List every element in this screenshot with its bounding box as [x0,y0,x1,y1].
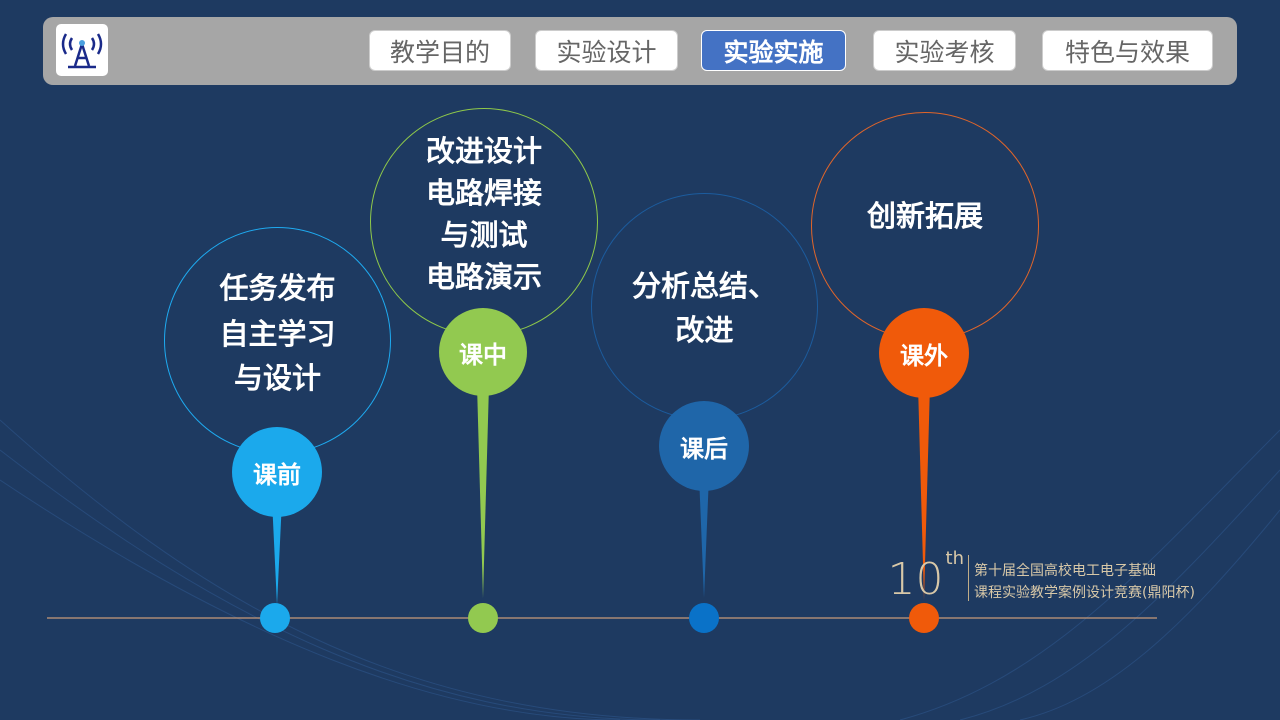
badge-before-class: 课前 [232,427,322,517]
tab-experiment-assessment[interactable]: 实验考核 [873,30,1016,71]
edition-mark: 10 th [888,548,964,608]
competition-line-2: 课程实验教学案例设计竞赛(鼎阳杯) [974,585,1195,601]
timeline-dot-extracurricular [909,603,939,633]
footer-divider [968,555,969,601]
stage-text-in-class: 改进设计电路焊接与测试电路演示 [425,134,542,294]
tab-experiment-design[interactable]: 实验设计 [535,30,678,71]
timeline-dot-before-class [260,603,290,633]
stage-text-before-class: 任务发布自主学习与设计 [219,271,336,395]
timeline-dot-after-class [689,603,719,633]
tab-experiment-implementation[interactable]: 实验实施 [701,30,846,71]
badge-after-class: 课后 [659,401,749,491]
badge-extracurricular: 课外 [879,308,969,398]
pin-extracurricular [918,385,930,600]
competition-name: 第十届全国高校电工电子基础 课程实验教学案例设计竞赛(鼎阳杯) [974,560,1195,604]
antenna-logo-icon [56,24,108,76]
tab-teaching-goals[interactable]: 教学目的 [369,30,511,71]
timeline-dot-in-class [468,603,498,633]
badge-in-class: 课中 [439,308,527,396]
competition-line-1: 第十届全国高校电工电子基础 [974,563,1156,579]
pin-after-class [699,475,709,598]
pin-before-class [272,500,282,605]
stage-text-extracurricular: 创新拓展 [866,199,983,233]
edition-number: 10 [887,554,944,605]
stage-text-after-class: 分析总结、改进 [631,269,777,347]
tab-features-effects[interactable]: 特色与效果 [1042,30,1213,71]
edition-suffix: th [945,548,964,569]
pin-in-class [477,385,489,598]
